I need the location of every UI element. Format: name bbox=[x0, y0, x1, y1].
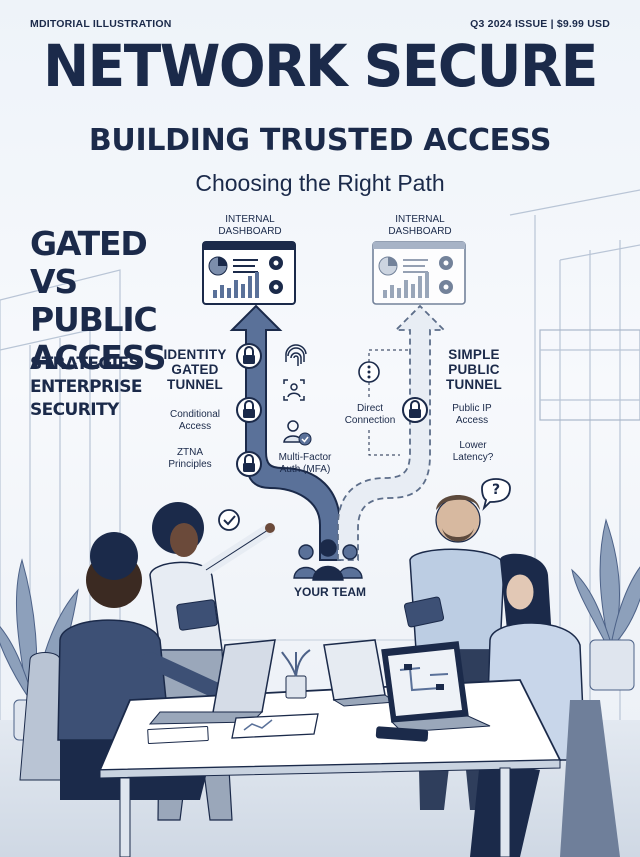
plant-right bbox=[571, 518, 640, 691]
issue-price-label: Q3 2024 ISSUE | $9.99 USD bbox=[470, 18, 610, 30]
right-dashboard bbox=[372, 241, 466, 305]
laptop-right bbox=[381, 641, 491, 733]
user-check-icon bbox=[283, 420, 312, 446]
svg-text:?: ? bbox=[492, 482, 500, 498]
conditional-access-label: Conditional Access bbox=[169, 409, 221, 432]
feature-subheadline-line: ENTERPRISE bbox=[30, 377, 142, 397]
gated-tunnel-title: IDENTITY GATED TUNNEL bbox=[163, 347, 227, 392]
left-dashboard-caption: INTERNAL DASHBOARD bbox=[218, 214, 282, 237]
team-icon bbox=[293, 539, 363, 581]
user-scan-icon bbox=[283, 379, 305, 401]
laptop-left bbox=[148, 639, 276, 725]
feature-headline-line: ACCESS bbox=[30, 338, 167, 377]
feature-headline-line: GATED VS bbox=[30, 224, 148, 301]
right-dashboard-caption: INTERNAL DASHBOARD bbox=[388, 214, 452, 237]
padlock-icon bbox=[236, 343, 262, 369]
public-tunnel-title: SIMPLE PUBLIC TUNNEL bbox=[446, 347, 502, 392]
dots-icon bbox=[358, 361, 380, 383]
bar-chart-icon bbox=[213, 272, 259, 298]
feature-subheadline-line: STRATEGIES bbox=[30, 354, 141, 374]
checkmark-icon bbox=[218, 509, 240, 531]
cover-subtitle: BUILDING TRUSTED ACCESS bbox=[88, 123, 552, 158]
laptop-center bbox=[323, 639, 397, 707]
feature-headline-line: PUBLIC bbox=[30, 300, 158, 339]
padlock-icon bbox=[236, 397, 262, 423]
lower-latency-label: Lower Latency? bbox=[452, 440, 494, 463]
publisher-label: MDITORIAL ILLUSTRATION bbox=[30, 18, 172, 30]
public-path-arrow bbox=[337, 304, 447, 561]
feature-subheadline-line: SECURITY bbox=[30, 400, 119, 420]
question-icon: ? bbox=[481, 478, 511, 511]
feature-headline: GATED VS PUBLIC ACCESS bbox=[30, 225, 200, 377]
cover-title: NETWORK SECURE bbox=[43, 32, 598, 100]
mfa-label: Multi-Factor Auth (MFA) bbox=[278, 452, 332, 475]
public-ip-label: Public IP Access bbox=[452, 403, 492, 426]
dashed-connectors bbox=[368, 349, 410, 456]
team-label: YOUR TEAM bbox=[294, 585, 366, 599]
padlock-icon bbox=[402, 397, 428, 423]
table-items bbox=[147, 649, 429, 745]
feature-subheadline: STRATEGIES ENTERPRISE SECURITY bbox=[30, 353, 170, 422]
ztna-principles-label: ZTNA Principles bbox=[168, 447, 212, 470]
woman-seated-right bbox=[470, 553, 620, 857]
gated-path-arrow bbox=[229, 304, 341, 561]
cover-tagline: Choosing the Right Path bbox=[195, 170, 445, 196]
padlock-icon bbox=[236, 451, 262, 477]
fingerprint-icon bbox=[285, 344, 307, 366]
left-dashboard bbox=[202, 241, 296, 305]
direct-connection-label: Direct Connection bbox=[344, 403, 396, 426]
